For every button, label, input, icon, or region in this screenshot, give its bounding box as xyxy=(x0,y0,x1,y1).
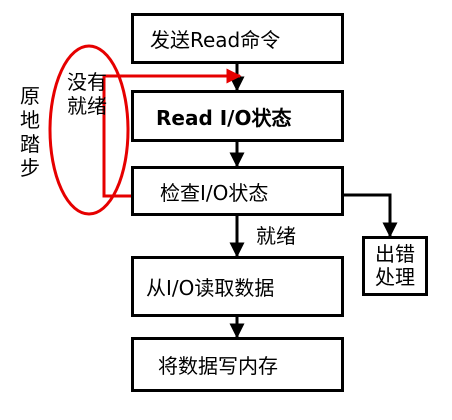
error-handling-label: 出错 处理 xyxy=(375,242,415,289)
error-handling-box: 出错 处理 xyxy=(362,236,428,296)
step-check-io-status-label: 检查I/O状态 xyxy=(160,180,269,205)
loop-ellipse xyxy=(48,44,130,216)
step-write-data-to-memory-label: 将数据写内存 xyxy=(158,354,278,378)
arrow-check-to-error xyxy=(344,193,398,238)
step-read-data-from-io: 从I/O读取数据 xyxy=(131,256,344,317)
step-read-io-status: Read I/O状态 xyxy=(131,90,344,142)
step-write-data-to-memory: 将数据写内存 xyxy=(131,337,344,392)
step-read-data-from-io-label: 从I/O读取数据 xyxy=(146,276,275,300)
label-idle-loop: 原 地 踏 步 xyxy=(20,84,40,180)
step-send-read-command: 发送Read命令 xyxy=(131,13,344,64)
loop-arrow xyxy=(102,68,242,198)
step-read-io-status-label: Read I/O状态 xyxy=(156,105,292,130)
label-ready: 就绪 xyxy=(256,224,296,248)
step-check-io-status: 检查I/O状态 xyxy=(131,166,344,216)
label-not-ready: 没有 就绪 xyxy=(67,70,107,118)
step-send-read-command-label: 发送Read命令 xyxy=(150,28,281,52)
